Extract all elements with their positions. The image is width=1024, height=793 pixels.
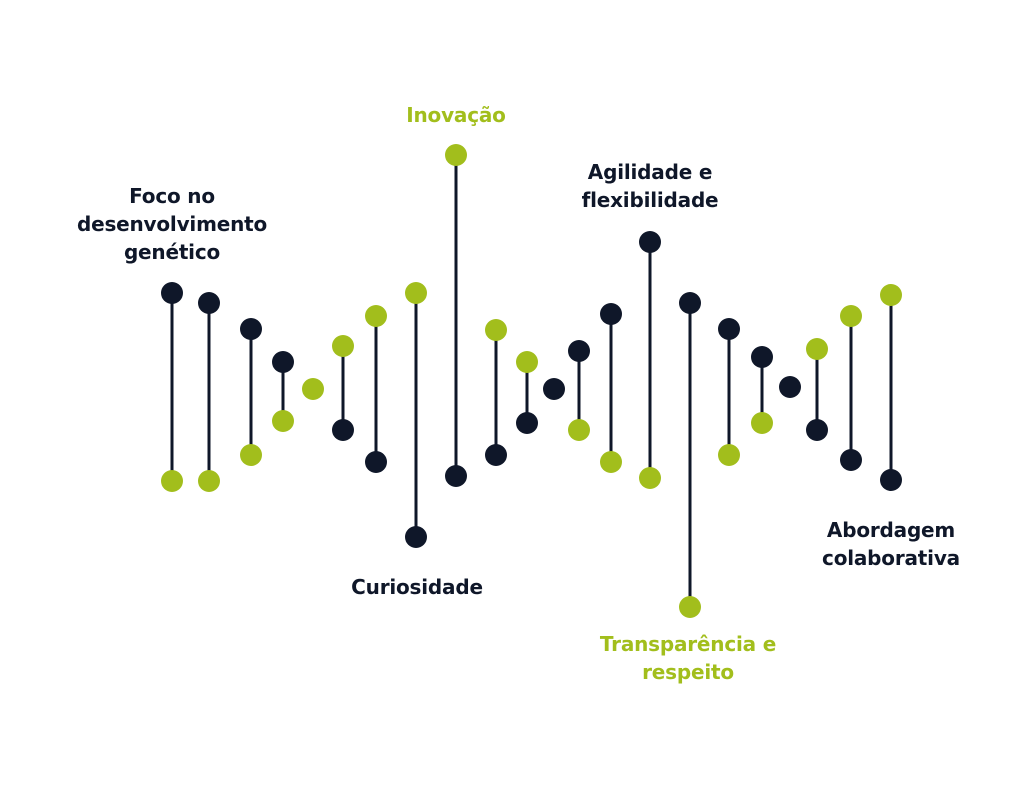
rung-top-node — [198, 292, 220, 314]
label-line: respeito — [642, 660, 734, 684]
helix-rung — [751, 346, 773, 434]
rung-bottom-node — [516, 412, 538, 434]
rung-bottom-node — [161, 470, 183, 492]
rung-top-node — [806, 338, 828, 360]
label-foco-desenvolvimento-genetico: Foco no desenvolvimento genético — [77, 182, 267, 266]
rung-top-node — [679, 292, 701, 314]
rung-top-node — [751, 346, 773, 368]
rung-top-node — [543, 378, 565, 400]
label-line: genético — [123, 240, 221, 264]
rung-top-node — [639, 231, 661, 253]
label-line: desenvolvimento — [76, 212, 268, 236]
label-line: Foco no — [129, 184, 215, 208]
label-line: flexibilidade — [581, 188, 719, 212]
helix-rung — [302, 378, 324, 400]
helix-rung — [840, 305, 862, 471]
rung-top-node — [516, 351, 538, 373]
rung-bottom-node — [600, 451, 622, 473]
helix-rung — [485, 319, 507, 466]
rung-top-node — [880, 284, 902, 306]
rung-top-node — [600, 303, 622, 325]
label-line: Curiosidade — [351, 575, 483, 599]
rung-bottom-node — [806, 419, 828, 441]
rung-bottom-node — [405, 526, 427, 548]
helix-rung — [806, 338, 828, 441]
rung-top-node — [445, 144, 467, 166]
rung-bottom-node — [445, 465, 467, 487]
helix-rung — [543, 378, 565, 400]
label-line: Transparência e — [599, 632, 777, 656]
rung-bottom-node — [332, 419, 354, 441]
helix-rung — [198, 292, 220, 492]
helix-rung — [332, 335, 354, 441]
helix-rung — [405, 282, 427, 548]
rung-top-node — [332, 335, 354, 357]
helix-rung — [272, 351, 294, 432]
helix-rung — [600, 303, 622, 473]
rung-bottom-node — [485, 444, 507, 466]
rung-bottom-node — [639, 467, 661, 489]
label-curiosidade: Curiosidade — [351, 573, 483, 601]
helix-rung — [679, 292, 701, 618]
rung-top-node — [840, 305, 862, 327]
helix-rung — [365, 305, 387, 473]
helix-rung — [779, 376, 801, 398]
helix-rung — [240, 318, 262, 466]
rung-bottom-node — [840, 449, 862, 471]
rung-top-node — [568, 340, 590, 362]
rung-top-node — [240, 318, 262, 340]
label-line: Abordagem — [826, 518, 956, 542]
rung-top-node — [272, 351, 294, 373]
rung-bottom-node — [198, 470, 220, 492]
label-transparencia-respeito: Transparência e respeito — [600, 630, 776, 686]
rung-bottom-node — [679, 596, 701, 618]
rung-bottom-node — [272, 410, 294, 432]
rung-top-node — [161, 282, 183, 304]
label-line: colaborativa — [822, 546, 960, 570]
label-line: Agilidade e — [587, 160, 713, 184]
rung-bottom-node — [751, 412, 773, 434]
helix-rung — [568, 340, 590, 441]
helix-rung — [639, 231, 661, 489]
helix-rung — [516, 351, 538, 434]
rung-top-node — [718, 318, 740, 340]
helix-rung — [718, 318, 740, 466]
rung-top-node — [779, 376, 801, 398]
helix-rung — [445, 144, 467, 487]
rung-bottom-node — [880, 469, 902, 491]
helix-rung — [161, 282, 183, 492]
label-inovacao: Inovação — [406, 101, 506, 129]
rung-top-node — [365, 305, 387, 327]
label-line: Inovação — [406, 103, 506, 127]
label-agilidade-flexibilidade: Agilidade e flexibilidade — [582, 158, 719, 214]
label-abordagem-colaborativa: Abordagem colaborativa — [822, 516, 960, 572]
rung-top-node — [302, 378, 324, 400]
rung-bottom-node — [240, 444, 262, 466]
helix-rung — [880, 284, 902, 491]
rung-bottom-node — [568, 419, 590, 441]
rung-top-node — [405, 282, 427, 304]
rung-top-node — [485, 319, 507, 341]
rung-bottom-node — [365, 451, 387, 473]
rung-bottom-node — [718, 444, 740, 466]
